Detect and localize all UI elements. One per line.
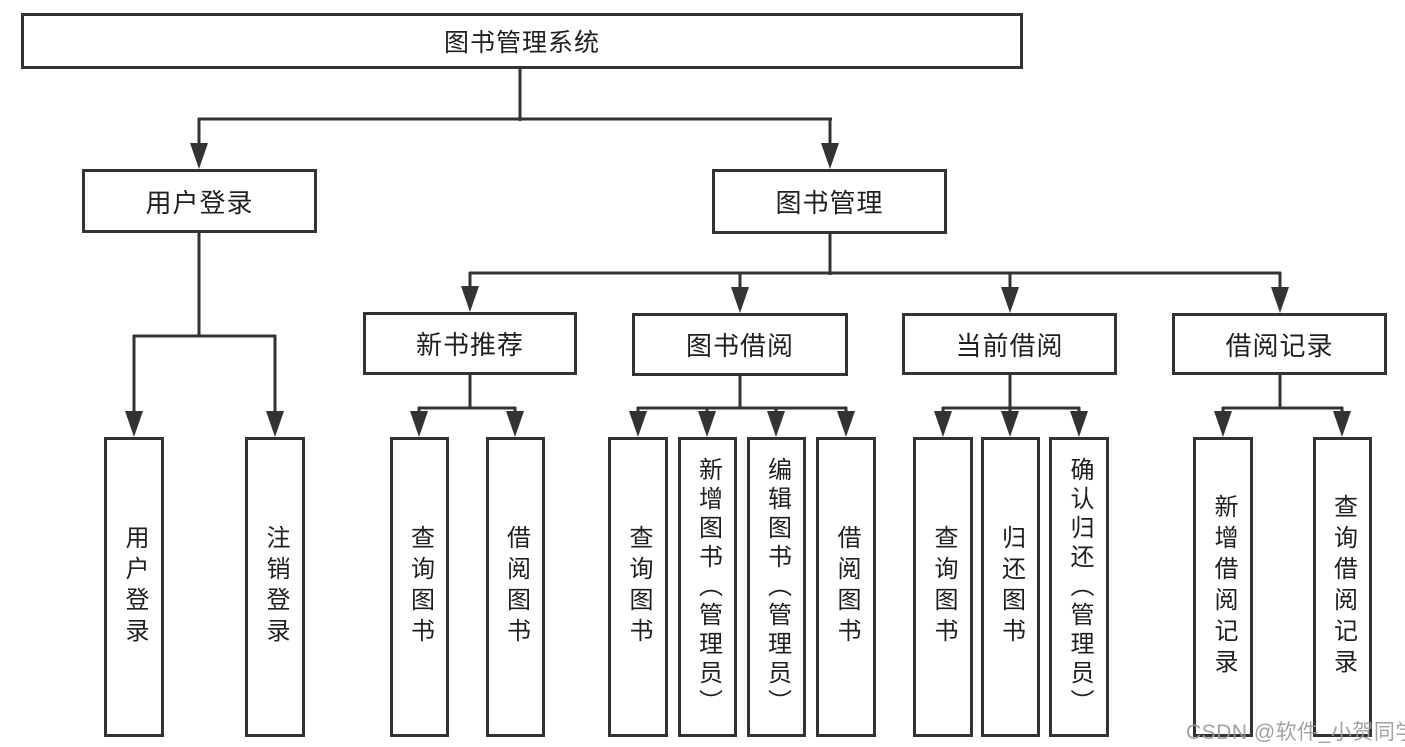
arrowhead-icon bbox=[698, 411, 716, 437]
leaf-user-login: 用户登录 bbox=[104, 437, 164, 737]
csdn-watermark: CSDN @软件_小贺同学 bbox=[1186, 721, 1405, 744]
leaf-borrow-books-recommend: 借阅图书 bbox=[486, 437, 545, 737]
leaf-borrow-books: 借阅图书 bbox=[816, 437, 876, 737]
arrowhead-icon bbox=[1333, 411, 1351, 437]
arrowhead-icon bbox=[506, 411, 524, 437]
leaf-return-book: 归还图书 bbox=[981, 437, 1040, 737]
arrowhead-icon bbox=[125, 411, 143, 437]
arrowhead-icon bbox=[1070, 411, 1088, 437]
node-user-login: 用户登录 bbox=[82, 169, 317, 233]
leaf-logout: 注销登录 bbox=[245, 437, 305, 737]
arrowhead-icon bbox=[731, 287, 749, 313]
arrowhead-icon bbox=[190, 143, 208, 169]
node-root-library-system: 图书管理系统 bbox=[21, 13, 1023, 69]
arrowhead-icon bbox=[410, 411, 428, 437]
arrowhead-icon bbox=[1271, 287, 1289, 313]
node-new-book-recommend: 新书推荐 bbox=[363, 312, 577, 375]
arrowhead-icon bbox=[461, 286, 479, 312]
leaf-confirm-return-admin: 确认归还（管理员） bbox=[1049, 437, 1109, 737]
node-book-management: 图书管理 bbox=[712, 169, 947, 234]
leaf-add-borrow-record: 新增借阅记录 bbox=[1193, 437, 1253, 737]
arrowhead-icon bbox=[934, 411, 952, 437]
arrowhead-icon bbox=[767, 411, 785, 437]
leaf-query-borrow-record: 查询借阅记录 bbox=[1313, 437, 1372, 737]
arrowhead-icon bbox=[266, 411, 284, 437]
leaf-query-books-current: 查询图书 bbox=[913, 437, 973, 737]
leaf-add-book-admin: 新增图书（管理员） bbox=[678, 437, 737, 737]
leaf-query-books-borrow: 查询图书 bbox=[608, 437, 668, 737]
tree-edges bbox=[132, 69, 1344, 416]
node-current-borrow: 当前借阅 bbox=[902, 313, 1117, 375]
arrowhead-icons bbox=[125, 143, 1351, 437]
arrowhead-icon bbox=[1001, 287, 1019, 313]
arrowhead-icon bbox=[837, 411, 855, 437]
leaf-edit-book-admin: 编辑图书（管理员） bbox=[747, 437, 806, 737]
node-book-borrow: 图书借阅 bbox=[632, 313, 848, 376]
leaf-query-books-recommend: 查询图书 bbox=[390, 437, 449, 737]
node-borrow-records: 借阅记录 bbox=[1172, 313, 1387, 375]
arrowhead-icon bbox=[1001, 411, 1019, 437]
arrowhead-icon bbox=[821, 143, 839, 169]
arrowhead-icon bbox=[1214, 411, 1232, 437]
arrowhead-icon bbox=[629, 411, 647, 437]
